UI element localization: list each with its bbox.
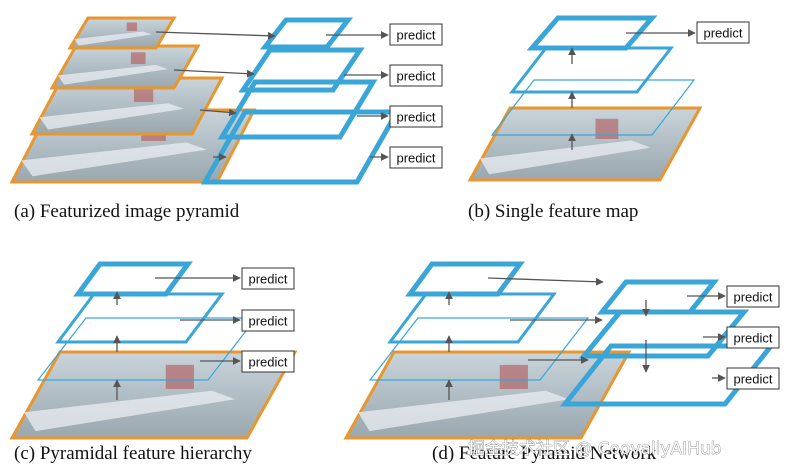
image-boat-shape [58,64,168,85]
a-predict-3: predict [389,105,443,128]
a-arrow-img3-map3 [199,108,237,117]
image-boat-shape [358,390,570,432]
c-feature-map-low [36,317,258,381]
c-feature-map-mid [55,292,225,344]
b-image [467,106,703,182]
caption-c: (c) Pyramidal feature hierarchy [14,443,252,464]
predict-label: predict [248,314,287,329]
a-feature-map-1 [259,17,354,50]
d-topdown-map-2 [578,309,750,359]
predict-label: predict [248,272,287,287]
d-feature-map-low [368,317,590,381]
predict-box [241,309,295,332]
caption-d: (d) Feature Pyramid Network [432,443,657,464]
d-predict-3: predict [726,367,780,390]
a-arrow-img2-map2 [173,69,255,78]
predict-label: predict [733,331,772,346]
a-image-level-2 [49,44,201,90]
predict-box [389,64,443,87]
d-feature-map-mid [387,292,557,344]
c-image [9,350,298,440]
predict-box [241,267,295,290]
image-boat-shape [480,140,651,175]
predict-label: predict [733,290,772,305]
predict-boxes: predict predict predict predict predict predi… [241,21,780,390]
d-predict-2: predict [726,326,780,349]
b-feature-map-low [490,79,696,136]
a-predict-2: predict [389,64,443,87]
image-boat-shape [39,103,184,130]
image-boat-shape [74,31,152,46]
c-predict-3: predict [241,350,295,373]
watermark-text: 掘金技术社区 @ CoovallyAIHub [468,439,721,459]
a-feature-map-3 [217,79,378,140]
b-feature-map-top [526,15,658,51]
image-person-shape [499,364,528,389]
feature-maps [36,15,777,407]
predict-label: predict [396,28,435,43]
a-arrow-img1-map1 [155,31,276,40]
image-person-shape [134,86,154,103]
d-topdown-map-1 [596,279,720,315]
a-predict-1: predict [389,23,443,46]
image-boat-shape [24,390,236,432]
predict-label: predict [703,26,742,41]
b-predict: predict [696,21,750,44]
b-feature-map-mid [508,46,675,94]
image-person-shape [126,22,138,31]
predict-box [389,146,443,169]
a-feature-map-4 [200,109,402,185]
predict-box [696,21,750,44]
d-predict-1: predict [726,285,780,308]
predict-box [726,326,780,349]
arrows [113,29,726,400]
predict-label: predict [733,372,772,387]
c-predict-1: predict [241,267,295,290]
image-boat-shape [21,142,207,177]
a-image-level-3 [29,76,225,136]
predict-label: predict [396,69,435,84]
image-person-shape [130,52,146,65]
a-image-level-1 [67,16,177,50]
predict-box [389,23,443,46]
image-person-shape [595,118,619,139]
predict-label: predict [396,151,435,166]
image-person-shape [165,364,194,389]
predict-box [726,367,780,390]
caption-a: (a) Featurized image pyramid [14,201,240,222]
d-image [343,350,632,440]
predict-label: predict [248,355,287,370]
caption-b: (b) Single feature map [468,201,638,222]
input-images [9,16,703,440]
predict-label: predict [396,110,435,125]
d-feature-map-top [405,261,525,297]
d-lateral-1 [487,277,604,286]
c-predict-2: predict [241,309,295,332]
a-predict-4: predict [389,146,443,169]
predict-box [726,285,780,308]
c-feature-map-top [73,261,193,297]
predict-box [241,350,295,373]
predict-box [389,105,443,128]
